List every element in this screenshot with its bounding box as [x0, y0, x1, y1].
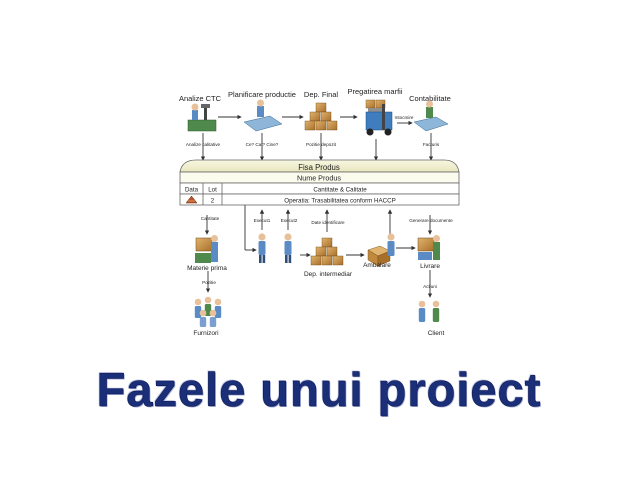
col-lot: Lot — [208, 187, 217, 194]
people-group-icon — [194, 296, 222, 327]
col-description: Cantitate & Calitate — [313, 187, 367, 194]
worker-with-box-icon — [417, 235, 440, 260]
people-group-icon — [418, 300, 440, 322]
executor-2 — [284, 233, 292, 263]
node-ambalare: Ambalare — [363, 233, 395, 269]
forklift-icon — [365, 99, 393, 136]
node-contabilitate: Contabilitate Facturis — [409, 94, 451, 147]
node-livrare: Livrare — [417, 235, 440, 270]
node-label: Ambalare — [363, 262, 391, 269]
node-label: Client — [428, 330, 445, 337]
worker-icon — [284, 233, 292, 263]
edge-label-actiuni: Actiuni — [423, 284, 437, 289]
edge-label-generare: Generare documente — [409, 218, 453, 223]
node-dep-final: Dep. Final Pozitie depozit — [304, 90, 339, 147]
node-planificare: Planificare productie Ce? Cat? Cine? — [228, 90, 296, 147]
executor-1 — [258, 233, 266, 263]
product-name: Nume Produs — [297, 174, 341, 183]
node-dep-intermediar: Dep. intermediar — [304, 237, 353, 278]
connector-lines — [200, 114, 434, 298]
edge-label: Analize calitative — [186, 142, 221, 147]
planner-at-desk-icon — [243, 99, 283, 132]
node-label: Pregatirea marfii — [347, 87, 402, 96]
edge-label-date-identificare: Date identificare — [311, 220, 345, 225]
packing-worker-icon — [367, 233, 395, 267]
col-data: Data — [185, 187, 199, 194]
accountant-at-desk-icon — [413, 100, 449, 132]
node-label: Furnizori — [193, 330, 218, 337]
edge-label-pozitie: Pozitie — [202, 280, 216, 285]
edge-label-cantitate: Cantitate — [201, 216, 220, 221]
node-label: Planificare productie — [228, 90, 296, 99]
node-pregatire-marfii: Pregatirea marfii Intocmire — [347, 87, 414, 136]
edge-label: Facturis — [423, 142, 440, 147]
edge-label: Ce? Cat? Cine? — [246, 142, 279, 147]
row-lot: 2 — [211, 198, 215, 205]
edge-label-execut1: Execut1 — [254, 218, 271, 223]
edge-label-execut2: Execut2 — [281, 218, 298, 223]
node-label: Materie prima — [187, 265, 227, 272]
slide-title: Fazele unui proiect — [96, 363, 542, 417]
edge-label: Pozitie depozit — [306, 142, 337, 147]
table-data-row — [179, 193, 460, 206]
node-client: Client — [418, 300, 445, 337]
node-furnizori: Furnizori — [193, 296, 222, 337]
stacked-boxes-icon — [310, 237, 344, 266]
worker-with-box-icon — [195, 235, 218, 263]
node-materie-prima: Materie prima — [187, 235, 227, 272]
product-sheet: Fisa Produs Nume Produs Data Lot Cantita… — [179, 159, 460, 206]
node-label: Analize CTC — [179, 94, 222, 103]
header-bar — [179, 159, 460, 173]
node-label: Dep. intermediar — [304, 271, 353, 278]
node-label: Livrare — [420, 263, 440, 270]
node-label: Contabilitate — [409, 94, 451, 103]
row-description: Operatia: Trasabilitatea conform HACCP — [284, 198, 395, 205]
node-label: Dep. Final — [304, 90, 339, 99]
stacked-boxes-icon — [304, 102, 338, 131]
node-analize-ctc: Analize CTC Analize calitative — [179, 94, 222, 147]
header-title: Fisa Produs — [298, 163, 340, 172]
worker-icon — [258, 233, 266, 263]
microscope-worker-icon — [187, 103, 217, 132]
pile-icon — [185, 195, 198, 204]
forklift-arrow-label: Intocmire — [395, 115, 414, 120]
